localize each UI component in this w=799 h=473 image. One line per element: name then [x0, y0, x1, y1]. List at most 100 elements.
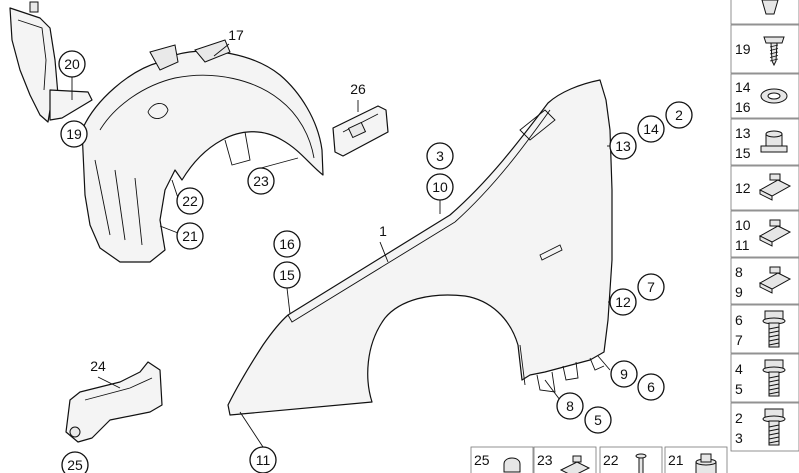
callout-number: 19: [66, 126, 82, 142]
callout-3: 3: [426, 142, 454, 170]
callout-circle: [61, 451, 89, 473]
bolt-icon: [762, 359, 786, 397]
callout-number: 15: [279, 267, 295, 283]
hardware-bottom-cell: 25: [470, 446, 534, 473]
hardware-bottom-label: 25: [474, 452, 490, 468]
callout-circle: [637, 115, 665, 143]
callout-number: 5: [594, 412, 602, 428]
callout-circle: [609, 288, 637, 316]
bolt-icon: [762, 408, 786, 446]
callout-circle: [60, 120, 88, 148]
callout-circle: [584, 406, 612, 434]
hardware-cell-label: 19: [735, 41, 751, 57]
hardware-bottom-cell: 22: [599, 446, 663, 473]
callout-number: 2: [675, 107, 683, 123]
screw-icon: [763, 36, 785, 67]
hardware-bottom-cell: 21: [664, 446, 728, 473]
callout-circle: [247, 167, 275, 195]
hardware-cell: 12: [730, 165, 799, 211]
callout-circle: [249, 446, 277, 473]
callout-15: 15: [273, 261, 301, 289]
callout-circle: [426, 173, 454, 201]
callout-2: 2: [665, 101, 693, 129]
bracket-24-part: [65, 361, 163, 443]
callout-number: 21: [182, 228, 198, 244]
callout-number: 20: [64, 56, 80, 72]
callout-12: 12: [609, 288, 637, 316]
part-label-26: 26: [350, 81, 366, 97]
callout-20: 20: [58, 50, 86, 78]
callout-number: 6: [647, 379, 655, 395]
callout-circle: [665, 101, 693, 129]
callout-number: 11: [256, 452, 271, 468]
callout-7: 7: [637, 273, 665, 301]
expansion-nut-icon: [695, 453, 717, 473]
bracket-part: [9, 1, 93, 123]
callout-9: 9: [610, 360, 638, 388]
callout-number: 13: [615, 138, 631, 154]
callout-14: 14: [637, 115, 665, 143]
pin-icon: [635, 453, 647, 473]
hardware-bottom-label: 21: [668, 452, 684, 468]
clip-nut-icon: [758, 266, 792, 294]
callout-25: 25: [61, 451, 89, 473]
hardware-cell-label: 12: [735, 180, 751, 196]
callout-number: 8: [566, 398, 574, 414]
callout-10: 10: [426, 173, 454, 201]
callout-16: 16: [273, 230, 301, 258]
part-label-1: 1: [379, 223, 387, 239]
callout-circle: [426, 142, 454, 170]
callout-number: 16: [279, 236, 295, 252]
callout-19: 19: [60, 120, 88, 148]
clip-icon: [559, 455, 591, 473]
callout-5: 5: [584, 406, 612, 434]
callout-number: 3: [436, 148, 444, 164]
callout-number: 14: [643, 121, 659, 137]
callout-8: 8: [556, 392, 584, 420]
nut-icon: [760, 130, 788, 153]
callout-21: 21: [176, 222, 204, 250]
callout-circle: [176, 222, 204, 250]
callout-circle: [273, 261, 301, 289]
callout-number: 23: [253, 173, 269, 189]
clip-nut-icon: [758, 173, 792, 201]
hardware-bottom-label: 22: [603, 452, 619, 468]
hardware-bottom-row: 25 23 22 21: [470, 446, 728, 473]
bracket-26-part: [332, 105, 389, 157]
leader-lines: [71, 43, 611, 448]
callout-circle: [610, 360, 638, 388]
callout-number: 7: [647, 279, 655, 295]
washer-icon: [760, 88, 788, 104]
callout-circle: [637, 273, 665, 301]
callout-circle: [176, 187, 204, 215]
hardware-bottom-label: 23: [537, 452, 553, 468]
callout-number: 12: [615, 294, 631, 310]
hardware-bottom-cell: 23: [533, 446, 597, 473]
callout-13: 13: [609, 132, 637, 160]
callout-circle: [556, 392, 584, 420]
hardware-cell: 19: [730, 24, 799, 74]
callout-number: 25: [67, 457, 83, 473]
callout-circle: [273, 230, 301, 258]
part-label-24: 24: [90, 358, 106, 374]
bolt-icon: [762, 310, 786, 348]
wheel-arch-liner-part: [81, 39, 324, 263]
callout-22: 22: [176, 187, 204, 215]
callout-circle: [58, 50, 86, 78]
callout-number: 9: [620, 366, 628, 382]
